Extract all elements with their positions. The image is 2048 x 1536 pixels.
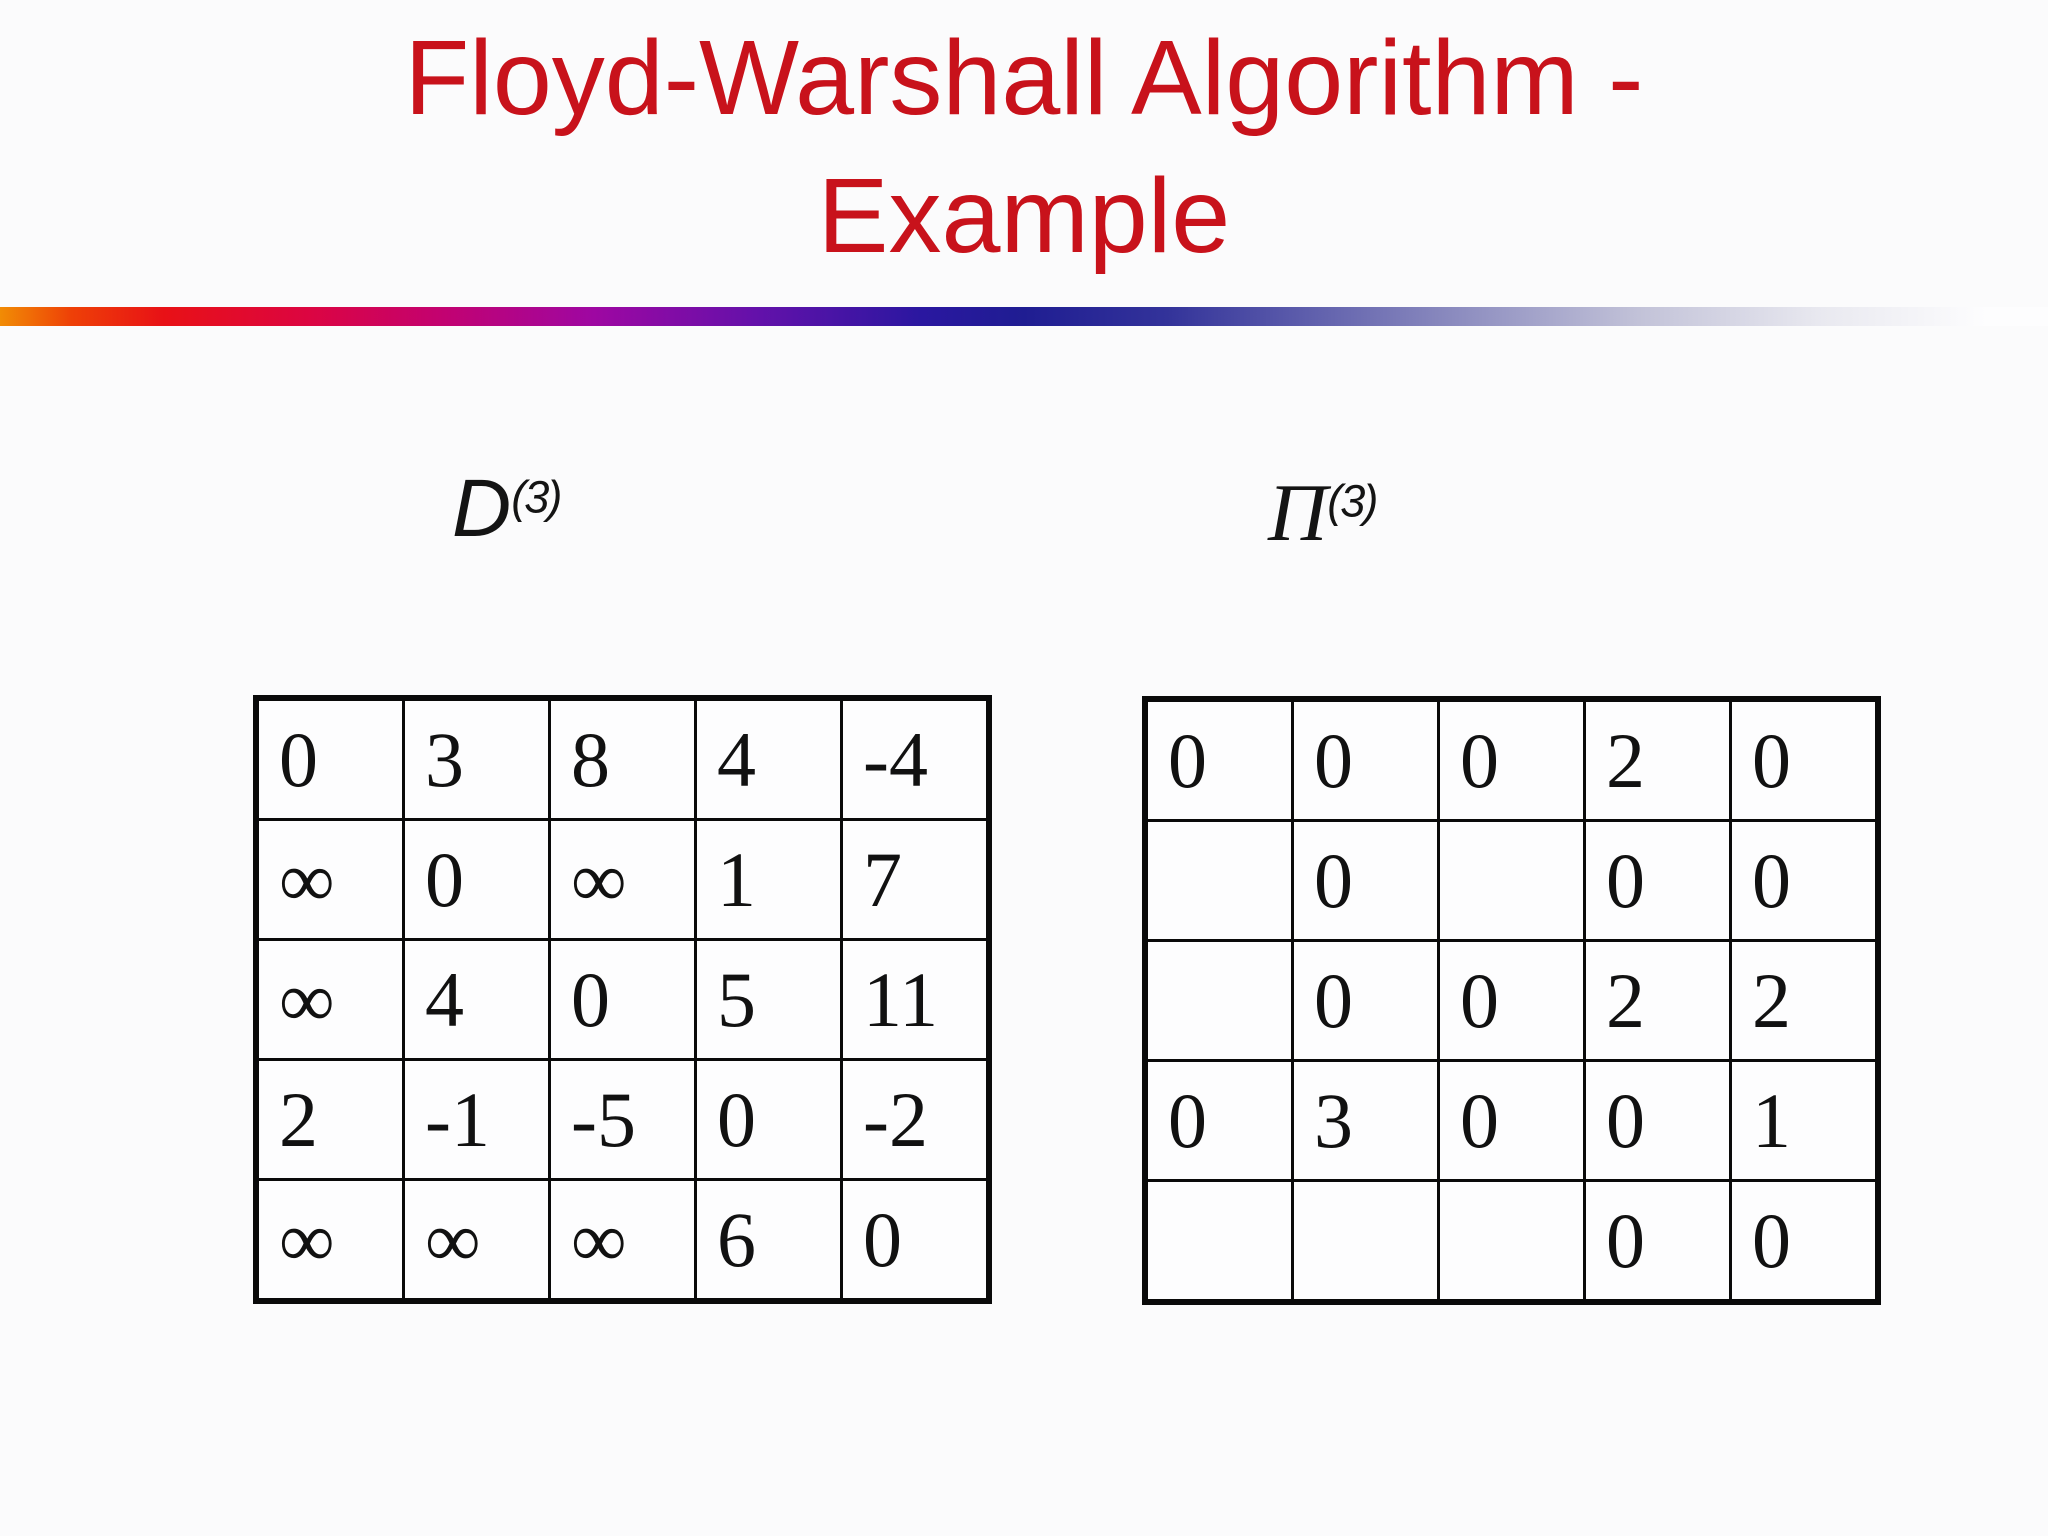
matrix-cell: -4	[840, 696, 991, 821]
matrix-cell: 2	[1583, 697, 1732, 822]
pi-matrix-label: Π(3)	[1268, 472, 1378, 554]
matrix-cell: ∞	[548, 1178, 697, 1303]
matrix-cell: 8	[548, 696, 697, 821]
pi-matrix-table: 0 0 0 2 0 0 0 0 0 0 2 2 0 3 0 0 1	[1142, 696, 1881, 1305]
title-underline-gradient-bar	[0, 307, 2048, 326]
matrix-cell: 0	[1583, 819, 1732, 942]
matrix-row: 0 3 0 0 1	[1143, 1059, 1880, 1182]
matrix-cell: -1	[402, 1058, 551, 1181]
matrix-cell: 7	[840, 818, 991, 941]
matrix-row: ∞ ∞ ∞ 6 0	[254, 1178, 991, 1303]
matrix-cell: ∞	[254, 938, 405, 1061]
matrix-cell: ∞	[254, 1178, 405, 1303]
matrix-cell: 1	[1729, 1059, 1880, 1182]
matrix-cell: 0	[1729, 819, 1880, 942]
matrix-row: ∞ 0 ∞ 1 7	[254, 818, 991, 941]
matrix-cell: 6	[694, 1178, 843, 1303]
matrix-cell: 0	[840, 1178, 991, 1303]
matrix-cell: 0	[1143, 697, 1294, 822]
matrix-cell: 2	[1729, 939, 1880, 1062]
matrix-cell: 0	[548, 938, 697, 1061]
d-matrix-table: 0 3 8 4 -4 ∞ 0 ∞ 1 7 ∞ 4 0 5 11 2 -1 -5 …	[253, 695, 992, 1304]
matrix-cell: 0	[1583, 1179, 1732, 1304]
pi-matrix-label-base: Π	[1268, 467, 1328, 558]
matrix-cell: 11	[840, 938, 991, 1061]
matrix-cell: 3	[1291, 1059, 1440, 1182]
matrix-row: 0 3 8 4 -4	[254, 696, 991, 821]
matrix-cell	[1143, 819, 1294, 942]
matrix-cell: 0	[402, 818, 551, 941]
page-title-line-2: Example	[817, 156, 1231, 275]
matrix-cell: 0	[1143, 1059, 1294, 1182]
matrix-row: 0 0 0	[1143, 819, 1880, 942]
matrix-row: 0 0 2 2	[1143, 939, 1880, 1062]
matrix-cell: 0	[1729, 1179, 1880, 1304]
matrix-cell: -2	[840, 1058, 991, 1181]
matrix-cell	[1143, 939, 1294, 1062]
matrix-cell: 0	[694, 1058, 843, 1181]
matrix-cell: 0	[1437, 697, 1586, 822]
matrix-cell: ∞	[254, 818, 405, 941]
matrix-cell: 4	[402, 938, 551, 1061]
d-matrix-label-superscript: (3)	[511, 471, 562, 523]
matrix-cell: -5	[548, 1058, 697, 1181]
matrix-cell: 4	[694, 696, 843, 821]
matrix-cell: 2	[1583, 939, 1732, 1062]
matrix-row: 0 0	[1143, 1179, 1880, 1304]
matrix-cell: 0	[1291, 939, 1440, 1062]
matrix-cell: 0	[1291, 819, 1440, 942]
matrix-cell: 0	[1437, 1059, 1586, 1182]
matrix-cell: 5	[694, 938, 843, 1061]
matrix-cell: ∞	[402, 1178, 551, 1303]
pi-matrix-label-superscript: (3)	[1327, 475, 1378, 527]
page-title-line-1: Floyd-Warshall Algorithm -	[404, 19, 1644, 137]
matrix-cell: 0	[1583, 1059, 1732, 1182]
matrix-cell: 0	[1291, 697, 1440, 822]
matrix-row: ∞ 4 0 5 11	[254, 938, 991, 1061]
matrix-cell: 0	[1729, 697, 1880, 822]
matrix-row: 2 -1 -5 0 -2	[254, 1058, 991, 1181]
matrix-cell: 2	[254, 1058, 405, 1181]
matrix-cell	[1143, 1179, 1294, 1304]
matrix-row: 0 0 0 2 0	[1143, 697, 1880, 822]
matrix-cell	[1437, 1179, 1586, 1304]
matrix-cell: 1	[694, 818, 843, 941]
matrix-cell: 0	[254, 696, 405, 821]
page-title: Floyd-Warshall Algorithm - Example	[0, 10, 2048, 286]
matrix-cell	[1291, 1179, 1440, 1304]
matrix-cell	[1437, 819, 1586, 942]
d-matrix-label: D(3)	[452, 468, 562, 550]
d-matrix-label-base: D	[452, 463, 512, 554]
matrix-cell: 0	[1437, 939, 1586, 1062]
matrix-cell: ∞	[548, 818, 697, 941]
matrix-cell: 3	[402, 696, 551, 821]
